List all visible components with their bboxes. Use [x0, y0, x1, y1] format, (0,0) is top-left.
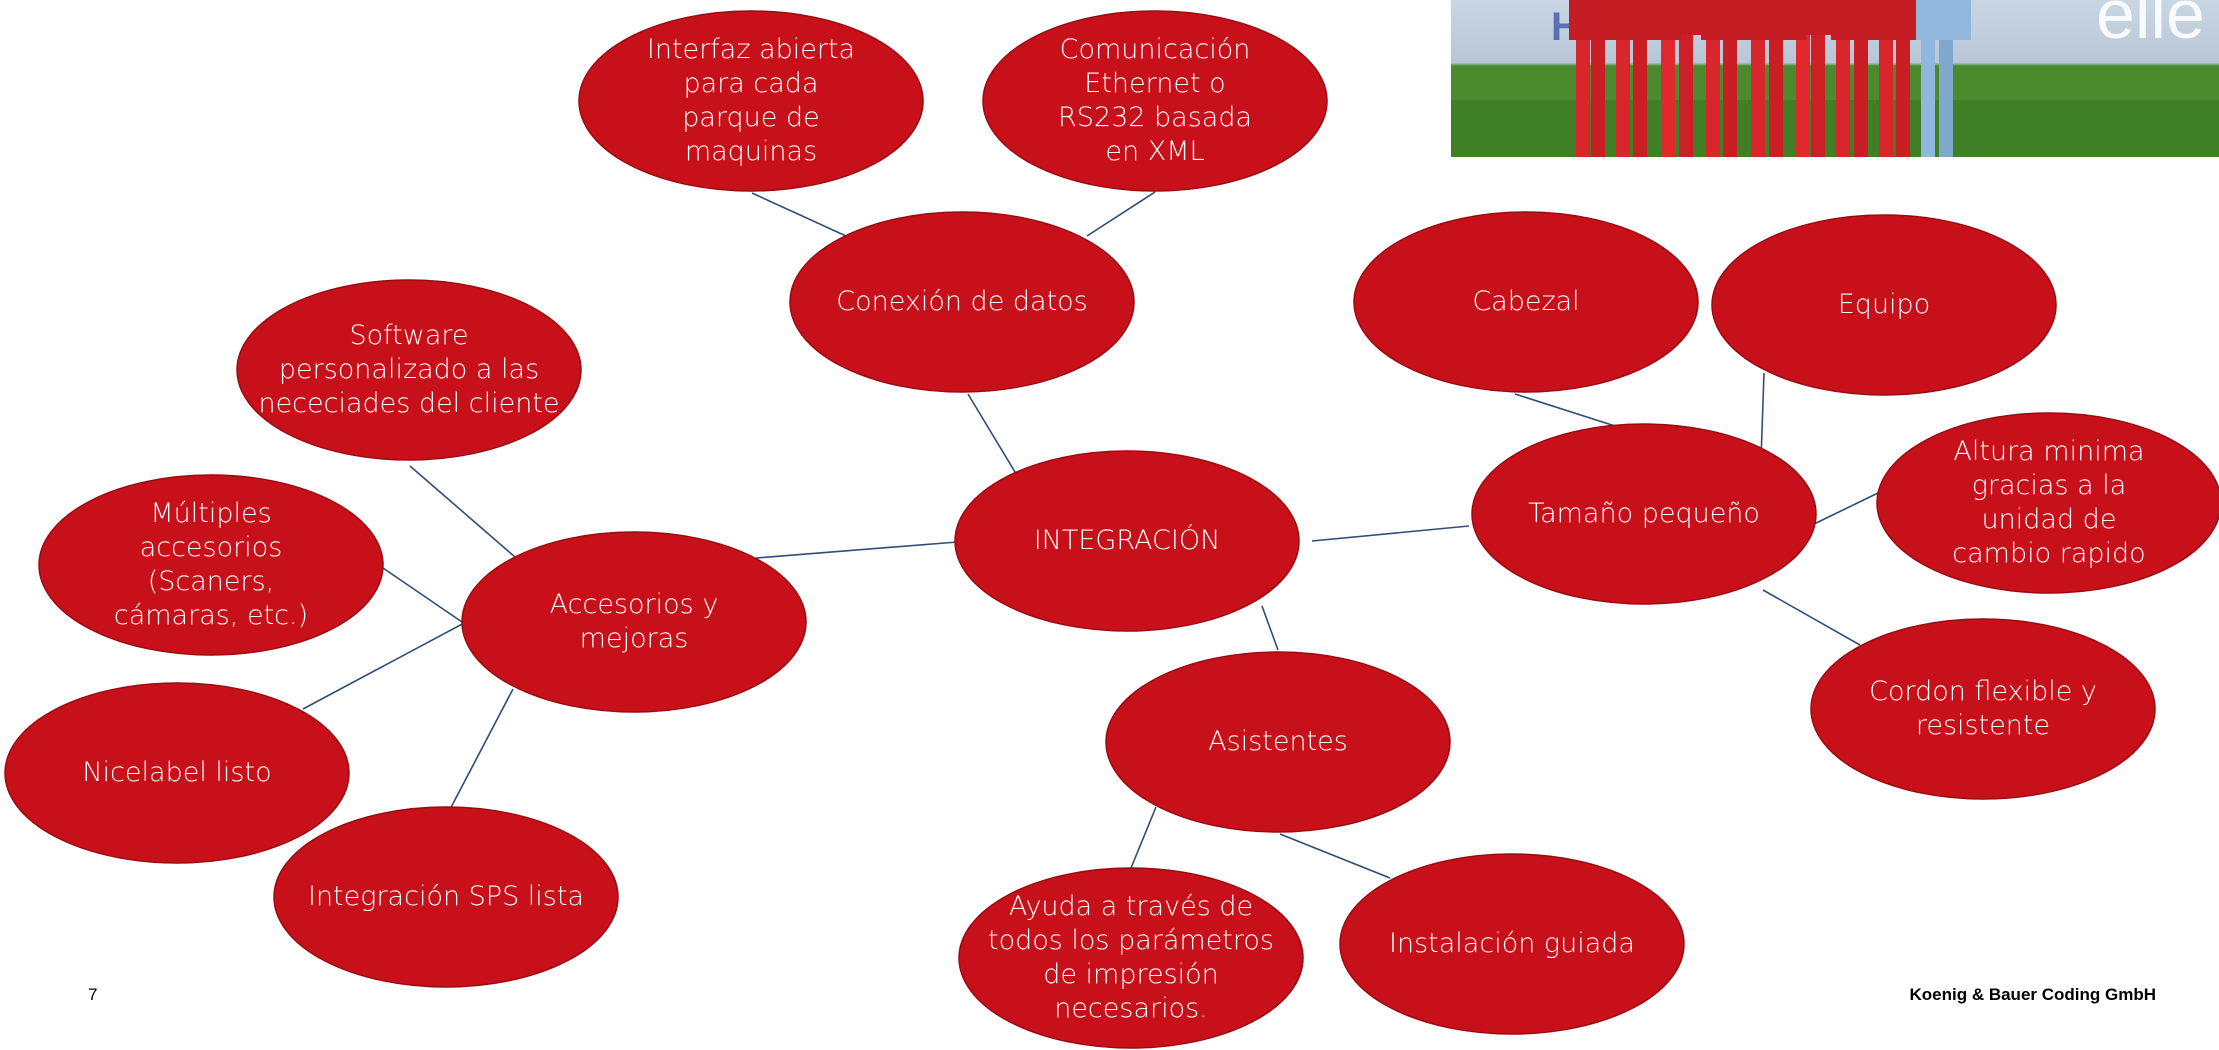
node-comunicacion: [982, 10, 1328, 192]
edge-accesorios-nicelabel: [302, 621, 467, 710]
edge-conexion-interfaz: [751, 192, 847, 237]
edge-accesorios-multiples: [382, 567, 463, 623]
edge-integracion-conexion: [967, 393, 1019, 478]
football-team-photo: elle H: [1451, 0, 2219, 157]
edge-tamano-altura: [1811, 492, 1879, 526]
node-sps: [273, 806, 619, 988]
player-leg: [1811, 0, 1825, 157]
photo-image: elle H: [1451, 0, 2219, 157]
edge-asistentes-instalacion: [1279, 833, 1391, 879]
node-conexion: [789, 211, 1135, 393]
edges-layer: [302, 191, 1879, 879]
edge-accesorios-sps: [446, 688, 514, 816]
node-multiples: [38, 474, 384, 656]
player-shorts: [1916, 0, 1971, 40]
edge-tamano-equipo: [1760, 372, 1765, 461]
players-legs: [1569, 0, 1971, 157]
edge-accesorios-software: [409, 465, 516, 558]
node-interfaz: [578, 10, 924, 192]
node-accesorios: [461, 531, 807, 713]
edge-integracion-accesorios: [755, 540, 971, 559]
node-cabezal: [1353, 211, 1699, 393]
node-integracion: [954, 450, 1300, 632]
player-leg: [1679, 0, 1693, 157]
node-asistentes: [1105, 651, 1451, 833]
node-tamano: [1471, 423, 1817, 605]
banner-text: elle: [2096, 0, 2205, 53]
nodes-layer: [4, 10, 2219, 1049]
edge-integracion-tamano: [1311, 525, 1470, 542]
node-cordon: [1810, 618, 2156, 800]
edge-asistentes-ayuda: [1130, 806, 1157, 869]
page-number: 7: [88, 985, 98, 1004]
edge-tamano-cordon: [1762, 589, 1861, 646]
edge-conexion-comunicacion: [1086, 191, 1156, 237]
node-equipo: [1711, 214, 2057, 396]
edge-integracion-asistentes: [1261, 605, 1279, 651]
company-name: Koenig & Bauer Coding GmbH: [1909, 985, 2157, 1004]
node-software: [236, 279, 582, 461]
node-altura: [1876, 412, 2219, 594]
node-instalacion: [1339, 853, 1685, 1035]
node-ayuda: [958, 867, 1304, 1049]
node-nicelabel: [4, 682, 350, 864]
